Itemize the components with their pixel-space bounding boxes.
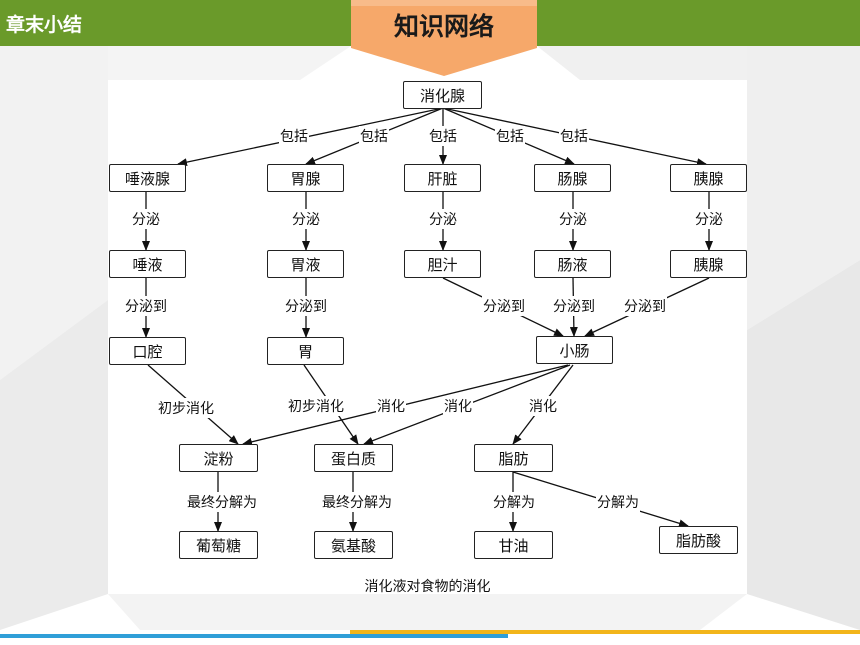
footer-stripe-yellow xyxy=(350,630,860,634)
diagram-caption: 消化液对食物的消化 xyxy=(364,579,491,595)
node-small-intestine: 小肠 xyxy=(536,336,613,364)
edge-root-salivary xyxy=(177,107,444,167)
edge-label-include: 包括 xyxy=(495,126,525,146)
edge-label-breakdown: 分解为 xyxy=(596,492,640,512)
edge-label-secrete: 分泌 xyxy=(694,209,724,229)
edge-label-secrete: 分泌 xyxy=(291,209,321,229)
node-liver: 肝脏 xyxy=(404,164,481,192)
edge-label-secrete-to: 分泌到 xyxy=(482,296,526,316)
node-pancreatic-juice: 胰腺 xyxy=(670,250,747,278)
diagram-connectors xyxy=(142,107,713,532)
edge-label-digestion: 消化 xyxy=(376,396,406,416)
edge-label-final-breakdown: 最终分解为 xyxy=(321,492,393,512)
node-intestinal-gland: 肠腺 xyxy=(534,164,611,192)
edge-label-include: 包括 xyxy=(428,126,458,146)
node-digestive-glands: 消化腺 xyxy=(403,81,482,109)
title-banner: 知识网络 xyxy=(351,0,537,76)
node-salivary-gland: 唾液腺 xyxy=(109,164,186,192)
digestion-concept-map: 消化腺 唾液腺 胃腺 肝脏 肠腺 胰腺 唾液 胃液 胆汁 肠液 胰腺 口腔 胃 … xyxy=(108,80,747,595)
edge-label-secrete-to: 分泌到 xyxy=(623,296,667,316)
node-starch: 淀粉 xyxy=(179,444,258,472)
node-stomach: 胃 xyxy=(267,337,344,365)
edge-label-digestion: 消化 xyxy=(443,396,473,416)
node-pancreas: 胰腺 xyxy=(670,164,747,192)
node-glycerol: 甘油 xyxy=(474,531,553,559)
edge-label-secrete-to: 分泌到 xyxy=(284,296,328,316)
node-protein: 蛋白质 xyxy=(314,444,393,472)
section-label: 章末小结 xyxy=(6,14,83,36)
node-intestinal-juice: 肠液 xyxy=(534,250,611,278)
edge-label-digestion: 消化 xyxy=(528,396,558,416)
edge-label-secrete: 分泌 xyxy=(428,209,458,229)
edge-label-include: 包括 xyxy=(359,126,389,146)
edge-label-include: 包括 xyxy=(279,126,309,146)
footer-stripe-blue xyxy=(0,634,508,638)
node-saliva: 唾液 xyxy=(109,250,186,278)
edge-label-breakdown: 分解为 xyxy=(492,492,536,512)
node-glucose: 葡萄糖 xyxy=(179,531,258,559)
edge-label-initial-digestion: 初步消化 xyxy=(287,396,345,416)
edge-label-secrete: 分泌 xyxy=(131,209,161,229)
node-gastric-gland: 胃腺 xyxy=(267,164,344,192)
edge-label-secrete: 分泌 xyxy=(558,209,588,229)
edge-label-secrete-to: 分泌到 xyxy=(124,296,168,316)
edge-label-initial-digestion: 初步消化 xyxy=(157,398,215,418)
edge-label-secrete-to: 分泌到 xyxy=(552,296,596,316)
node-fat: 脂肪 xyxy=(474,444,553,472)
edge-label-final-breakdown: 最终分解为 xyxy=(186,492,258,512)
node-mouth: 口腔 xyxy=(109,337,186,365)
edge-label-include: 包括 xyxy=(559,126,589,146)
node-gastric-juice: 胃液 xyxy=(267,250,344,278)
node-bile: 胆汁 xyxy=(404,250,481,278)
node-fatty-acid: 脂肪酸 xyxy=(659,526,738,554)
page-title: 知识网络 xyxy=(393,12,494,41)
node-amino-acid: 氨基酸 xyxy=(314,531,393,559)
